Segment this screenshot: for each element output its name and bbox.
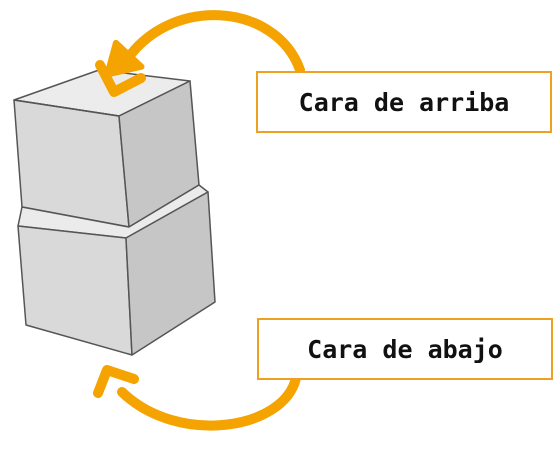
top-cube	[13, 69, 200, 228]
bottom-cube	[17, 184, 216, 356]
top-cube-front-face	[13, 99, 130, 228]
bottom-cube-front-face	[17, 225, 133, 356]
curved-arrow-up-left-icon	[93, 365, 301, 431]
top-face-label-text: Cara de arriba	[298, 87, 510, 117]
top-face-label: Cara de arriba	[256, 71, 552, 133]
curved-arrow-down-left-icon	[95, 10, 305, 97]
bottom-face-label-text: Cara de abajo	[307, 334, 503, 364]
bottom-face-label: Cara de abajo	[257, 318, 553, 380]
bottom-cube-side-face	[125, 191, 216, 356]
